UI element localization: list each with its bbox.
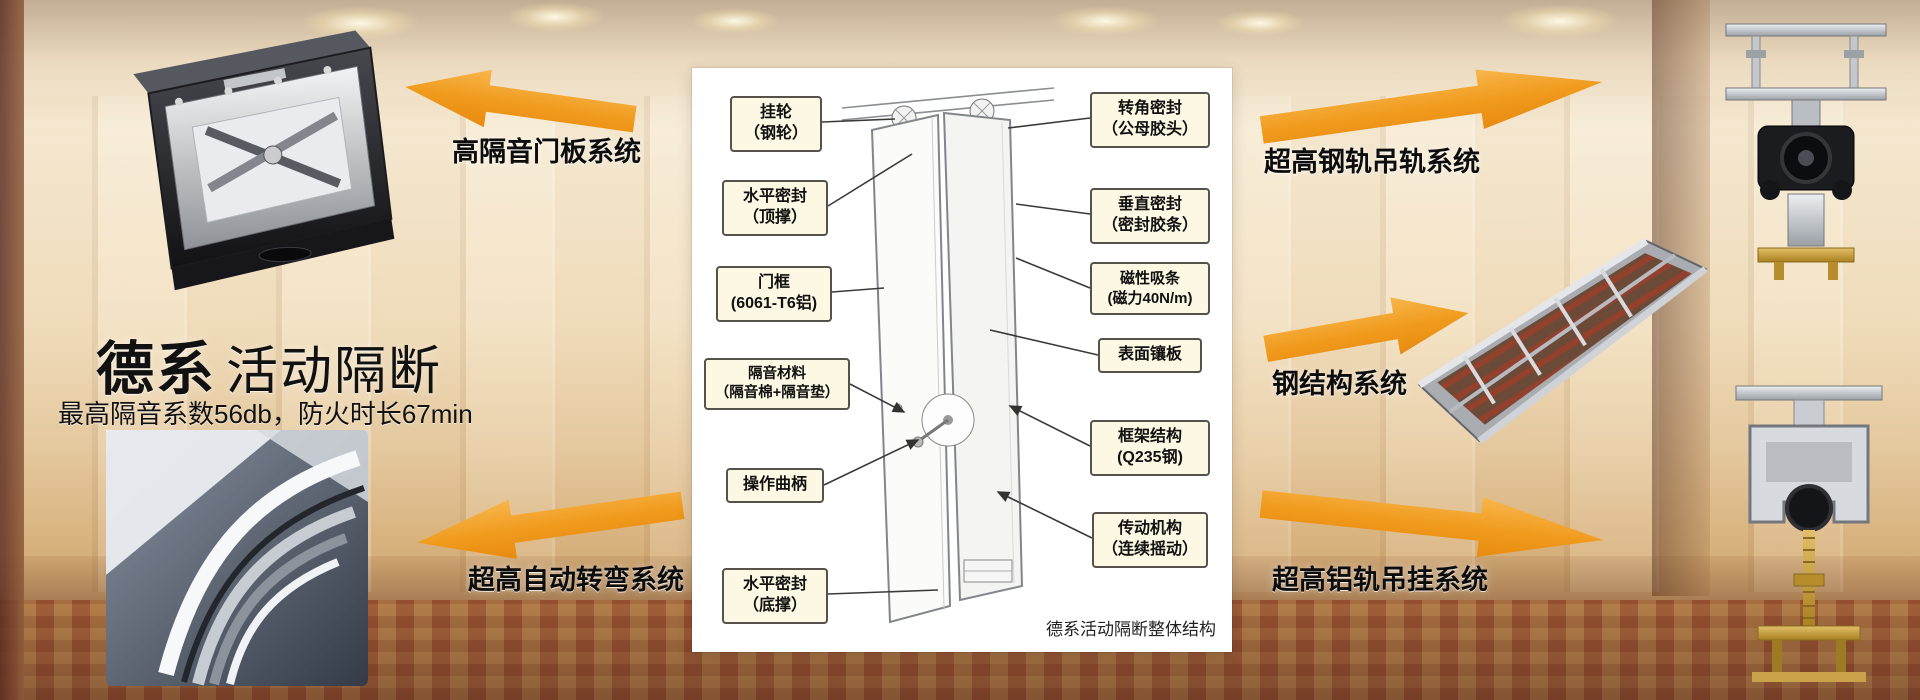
callout-corner-seal: 转角密封 （公母胶头）	[1090, 92, 1210, 148]
system-label-steel-structure: 钢结构系统	[1272, 369, 1407, 399]
ceiling-light	[1215, 10, 1305, 36]
system-label-alu-rail: 超高铝轨吊挂系统	[1272, 565, 1488, 595]
diagram-caption: 德系活动隔断整体结构	[1046, 620, 1216, 639]
callout-sound-material: 隔音材料 （隔音棉+隔音垫）	[704, 358, 850, 410]
aluminum-track-hanger-photo	[1706, 378, 1912, 688]
product-title: 德系活动隔断	[96, 322, 442, 406]
ceiling-light	[300, 6, 420, 40]
callout-magnetic-strip: 磁性吸条 (磁力40N/m)	[1090, 262, 1210, 315]
steel-structure-photo	[1408, 225, 1718, 457]
system-label-auto-turn: 超高自动转弯系统	[468, 565, 684, 595]
ceiling-light	[690, 8, 780, 34]
partition-structure-diagram: 挂轮 （钢轮） 水平密封 （顶撑） 门框 (6061-T6铝) 隔音材料 （隔音…	[692, 68, 1232, 652]
system-label-door-panel: 高隔音门板系统	[452, 137, 641, 167]
door-panel-mechanism-drawing	[133, 30, 395, 291]
callout-bottom-seal: 水平密封 （底撑）	[722, 568, 828, 624]
aluminum-profile-photo	[106, 430, 368, 686]
aluminum-profile-drawing	[106, 430, 368, 686]
aluminum-track-hanger-drawing	[1735, 385, 1883, 682]
callout-frame-structure: 框架结构 (Q235钢)	[1090, 420, 1210, 476]
product-title-primary: 德系	[96, 337, 217, 402]
left-pillar	[0, 0, 24, 700]
steel-track-hanger-drawing	[1725, 23, 1887, 280]
ceiling-light	[1500, 4, 1620, 38]
door-panel-mechanism-photo	[110, 16, 396, 302]
block-arrow-right-icon	[1258, 474, 1606, 570]
ceiling-light	[505, 2, 605, 32]
ceiling-light	[1050, 6, 1160, 36]
system-label-steel-rail: 超高钢轨吊轨系统	[1264, 147, 1480, 177]
callout-vertical-seal: 垂直密封 （密封胶条）	[1090, 188, 1210, 244]
callout-drive-mechanism: 传动机构 （连续摇动）	[1092, 512, 1208, 568]
callout-crank-handle: 操作曲柄	[726, 468, 824, 503]
steel-structure-drawing	[1417, 238, 1708, 444]
callout-surface-panel: 表面镶板	[1098, 338, 1202, 373]
callout-door-frame: 门框 (6061-T6铝)	[716, 266, 832, 322]
product-title-secondary: 活动隔断	[226, 343, 443, 401]
partition-diagram-drawing	[821, 87, 1099, 624]
steel-track-hanger-photo	[1700, 8, 1912, 286]
callout-top-seal: 水平密封 （顶撑）	[722, 180, 828, 236]
callout-hanging-wheel: 挂轮 （钢轮）	[730, 96, 822, 152]
product-subtitle: 最高隔音系数56db，防火时长67min	[58, 399, 473, 429]
